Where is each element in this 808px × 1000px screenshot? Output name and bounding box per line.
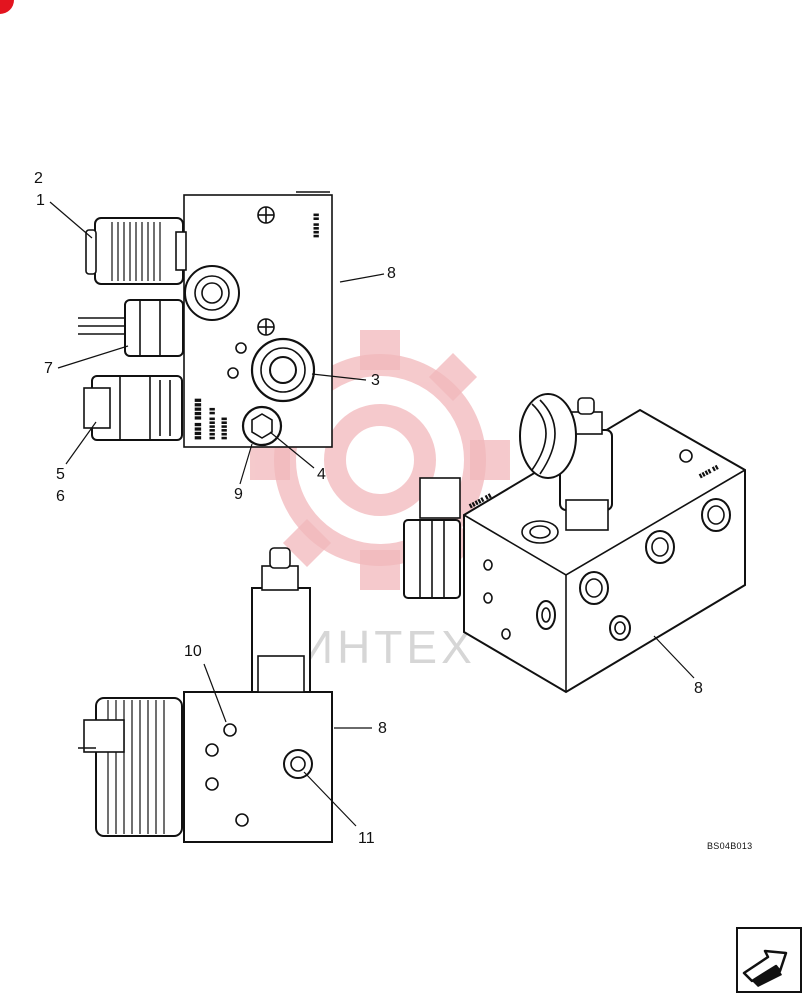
- arrow-icon: [742, 949, 788, 987]
- callout-1: 1: [36, 192, 45, 209]
- svg-text:▮▮▮▮▮▮: ▮▮▮▮▮▮: [221, 417, 228, 440]
- svg-text:▮▮▮▮ ▮▮: ▮▮▮▮ ▮▮: [313, 213, 320, 238]
- callout-5: 5: [56, 466, 65, 483]
- svg-text:▮▮▮▮ ▮▮▮▮▮: ▮▮▮▮ ▮▮▮▮▮: [193, 398, 202, 440]
- watermark-text: ИНТЕХ: [300, 621, 476, 673]
- callout-9: 9: [234, 486, 243, 503]
- svg-text:▮▮▮▮▮▮ ▮▮: ▮▮▮▮▮▮ ▮▮: [209, 407, 216, 440]
- callout-11: 11: [358, 830, 375, 847]
- callout-7: 7: [44, 360, 53, 377]
- callout-2: 2: [34, 170, 43, 187]
- callout-8-side: 8: [378, 720, 387, 737]
- callout-6: 6: [56, 488, 65, 505]
- callout-3: 3: [371, 372, 380, 389]
- callout-8-iso: 8: [694, 680, 703, 697]
- next-page-button[interactable]: [736, 927, 802, 993]
- callout-10: 10: [184, 643, 202, 660]
- drawing-code: BS04B013: [707, 841, 753, 851]
- callout-8-front: 8: [387, 265, 396, 282]
- callout-4: 4: [317, 466, 326, 483]
